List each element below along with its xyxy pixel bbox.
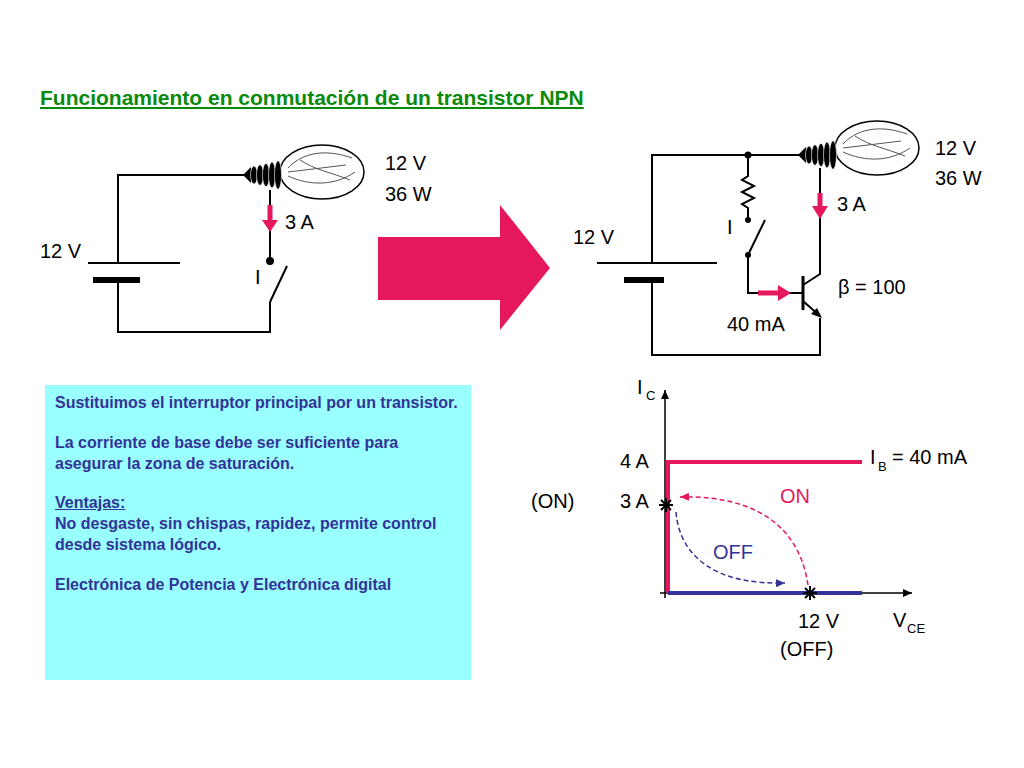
current-arrow	[758, 285, 791, 301]
wire	[652, 279, 820, 355]
label: 36 W	[385, 183, 432, 206]
label: C	[646, 389, 655, 404]
label: 12 V	[935, 137, 976, 160]
off-transition	[676, 512, 785, 583]
label: (OFF)	[780, 638, 833, 661]
label: (ON)	[531, 490, 574, 513]
transition-arrow	[378, 205, 550, 330]
label: β = 100	[838, 276, 906, 299]
label: I	[870, 446, 876, 469]
wire	[118, 279, 270, 332]
lamp	[835, 121, 919, 175]
label: 12 V	[798, 610, 839, 633]
emitter-arrow	[811, 308, 822, 318]
switch-contact	[267, 258, 273, 264]
text-block: La corriente de base debe ser suficiente…	[55, 433, 461, 475]
title: Funcionamiento en conmutación de un tran…	[40, 86, 584, 110]
lamp-socket	[243, 161, 282, 189]
label: I	[727, 216, 733, 239]
label: 3 A	[285, 211, 314, 234]
operating-point	[661, 500, 671, 510]
lamp-socket	[798, 141, 837, 169]
transistor-collector	[803, 168, 820, 285]
off-curve	[668, 591, 862, 595]
switch-blade	[270, 266, 287, 302]
current-arrow	[812, 193, 828, 219]
label: CE	[907, 622, 925, 637]
label: 4 A	[620, 450, 649, 473]
label: 40 mA	[727, 313, 785, 336]
left-circuit	[88, 175, 287, 332]
label: V	[893, 609, 906, 632]
label: 36 W	[935, 167, 982, 190]
operating-point	[805, 588, 815, 598]
text-block: Electrónica de Potencia y Electrónica di…	[55, 575, 461, 596]
on-transition	[680, 497, 808, 585]
text-box: Sustituimos el interruptor principal por…	[45, 385, 471, 680]
text-block: Sustituimos el interruptor principal por…	[55, 393, 461, 414]
text-block: No desgaste, sin chispas, rapidez, permi…	[55, 514, 461, 556]
junction-dot	[745, 152, 752, 159]
label: 12 V	[385, 152, 426, 175]
label: I	[255, 266, 261, 289]
on-curve	[668, 462, 862, 593]
label: B	[878, 460, 887, 475]
y-axis	[664, 390, 666, 598]
wire	[652, 155, 803, 263]
x-axis	[660, 592, 912, 594]
wire	[748, 255, 803, 293]
switch-contact	[745, 217, 751, 223]
label: 3 A	[620, 490, 649, 513]
label: OFF	[713, 541, 753, 564]
resistor-symbol	[742, 155, 754, 218]
current-arrow	[262, 205, 278, 232]
battery-plate	[597, 262, 717, 264]
transistor-base	[802, 276, 805, 310]
label: 3 A	[837, 193, 866, 216]
label: I	[637, 376, 643, 399]
label: 12 V	[573, 226, 614, 249]
label: = 40 mA	[892, 446, 967, 469]
switch-contact	[745, 252, 751, 258]
right-circuit	[597, 155, 820, 355]
wire	[118, 175, 248, 263]
label: ON	[780, 485, 810, 508]
characteristic-chart	[659, 390, 912, 600]
battery-plate	[88, 262, 180, 264]
battery-plate	[93, 277, 140, 283]
battery-plate	[624, 277, 664, 283]
switch-blade	[748, 220, 765, 255]
label: 12 V	[40, 240, 81, 263]
lamp	[280, 145, 364, 199]
text-block: Ventajas:	[55, 493, 461, 514]
